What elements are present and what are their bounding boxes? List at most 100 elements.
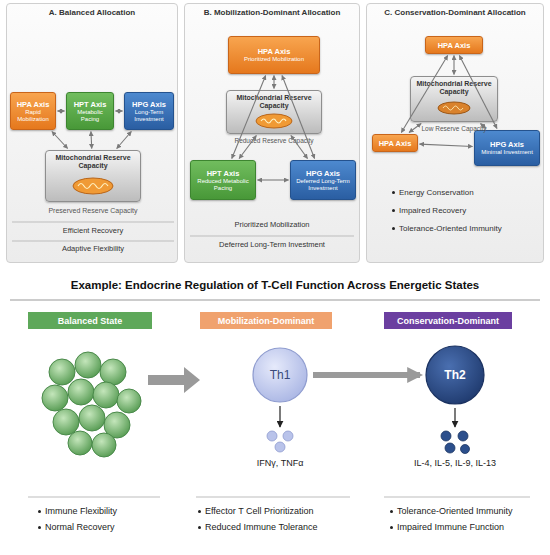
label-text: Impaired Immune Function	[397, 522, 504, 532]
bullet-dot	[392, 209, 395, 212]
label-text: Energy Conservation	[399, 188, 474, 197]
connector-arrow	[401, 56, 447, 133]
label-text: Prioritized Mobilization	[234, 220, 309, 229]
node-text: HPT Axis	[207, 169, 240, 178]
mitochondrion-icon	[73, 178, 113, 194]
mitochondrion-icon	[438, 102, 470, 114]
cytokine-dots	[267, 431, 293, 452]
bullet-dot	[392, 191, 395, 194]
bullet-item: Impaired Recovery	[392, 206, 540, 215]
bullet-dot	[390, 526, 393, 529]
annotation: IFNγ, TNFα	[220, 458, 340, 468]
node-text: Balanced State	[58, 316, 123, 326]
node-text: HPA Axis	[438, 41, 471, 50]
bullet-item: Reduced Immune Tolerance	[198, 522, 368, 532]
bullet-dot	[198, 510, 201, 513]
node-text: HPA Axis	[258, 47, 291, 56]
bullet-dot	[392, 227, 395, 230]
label-text: Reduced Immune Tolerance	[205, 522, 317, 532]
connector-arrow	[90, 132, 92, 149]
reserve-box: Mitochondrial Reserve Capacity	[410, 76, 498, 122]
node-text: Prioritized Mobilization	[244, 56, 304, 63]
node-text: Th2	[444, 368, 465, 382]
connector-arrow	[481, 124, 486, 129]
cell-body	[426, 346, 484, 404]
node-text: C. Conservation-Dominant Allocation	[369, 8, 541, 18]
connector-arrow	[313, 372, 420, 378]
node-text: Minimal Investment	[481, 149, 533, 156]
state-band: Conservation-Dominant	[384, 312, 512, 329]
axis-box: HPA Axis	[372, 134, 418, 152]
annotation: Preserved Reserve Capacity	[30, 207, 156, 215]
separator-line	[10, 222, 540, 497]
state-band: Balanced State	[28, 312, 152, 329]
annotation: IL-4, IL-5, IL-9, IL-13	[390, 458, 520, 468]
node-text: Reduced Metabolic Pacing	[193, 178, 253, 192]
secretion-arrow	[280, 406, 455, 427]
annotation: Efficient Recovery	[10, 227, 176, 236]
node-text: Th1	[270, 368, 291, 382]
label-text: Tolerance-Oriented Immunity	[399, 224, 502, 233]
annotation: Reduced Reserve Capacity	[220, 137, 328, 144]
annotation: Adaptive Flexibility	[10, 245, 176, 254]
axis-box: HPG AxisDeferred Long-Term Investment	[290, 160, 356, 200]
bullet-item: Immune Flexibility	[38, 506, 188, 516]
node-text: HPG Axis	[490, 140, 524, 149]
t-cell-circle: Th1	[252, 347, 308, 403]
connector-arrow	[258, 179, 289, 180]
label-text: Reduced Reserve Capacity	[234, 137, 313, 144]
node-text: HPG Axis	[306, 169, 340, 178]
node-text: HPA Axis	[379, 139, 412, 148]
connector-arrow	[409, 124, 421, 133]
node-text: B. Mobilization-Dominant Allocation	[187, 8, 357, 18]
axis-box: HPA Axis	[425, 36, 483, 54]
node-text: HPG Axis	[132, 100, 166, 109]
connector-arrow	[239, 136, 256, 159]
node-text: Long-Term Investment	[127, 109, 171, 123]
connector-arrow	[291, 136, 308, 159]
node-text: A. Balanced Allocation	[9, 8, 175, 18]
bullet-item: Energy Conservation	[392, 188, 540, 197]
node-text: HPA Axis	[17, 100, 50, 109]
bullet-item: Effector T Cell Prioritization	[198, 506, 368, 516]
connector-arrow	[282, 76, 315, 159]
cytokine-dots	[441, 431, 470, 454]
connector-arrow	[453, 56, 454, 75]
node-text: Deferred Long-Term Investment	[293, 178, 353, 192]
connector-arrow	[459, 56, 497, 129]
axis-box: HPT AxisMetabolic Pacing	[66, 92, 114, 130]
state-band: Mobilization-Dominant	[200, 312, 332, 329]
connector-arrow	[117, 132, 132, 149]
label-text: Low Reserve Capacity	[421, 125, 486, 132]
transition-arrow	[148, 367, 200, 393]
node-text: Rapid Mobilization	[13, 109, 53, 123]
node-text: HPT Axis	[74, 100, 107, 109]
bullet-dot	[198, 526, 201, 529]
label-text: Tolerance-Oriented Immunity	[397, 506, 513, 516]
label-text: Normal Recovery	[45, 522, 115, 532]
label-text: IL-4, IL-5, IL-9, IL-13	[414, 458, 496, 468]
figure-title: Example: Endocrine Regulation of T-Cell …	[0, 279, 550, 292]
cell-cluster	[42, 352, 141, 457]
axis-box: HPG AxisMinimal Investment	[474, 130, 540, 166]
mitochondrion-icon	[256, 114, 292, 128]
cell-body	[253, 348, 307, 402]
label-text: Preserved Reserve Capacity	[48, 207, 137, 214]
bullet-dot	[38, 526, 41, 529]
label-text: Deferred Long-Term Investment	[219, 240, 325, 249]
bullet-item: Tolerance-Oriented Immunity	[390, 506, 548, 516]
axis-box: HPA AxisPrioritized Mobilization	[228, 36, 320, 74]
label-text: Effector T Cell Prioritization	[205, 506, 314, 516]
allocation-panel: A. Balanced AllocationHPA AxisRapid Mobi…	[6, 3, 178, 263]
node-text: Conservation-Dominant	[397, 316, 499, 326]
t-cell-circle: Th2	[425, 345, 485, 405]
bullet-dot	[38, 510, 41, 513]
node-text: Mobilization-Dominant	[218, 316, 315, 326]
node-text: Mitochondrial Reserve Capacity	[415, 80, 493, 96]
label-text: Efficient Recovery	[63, 226, 123, 235]
node-text: Metabolic Pacing	[69, 109, 111, 123]
